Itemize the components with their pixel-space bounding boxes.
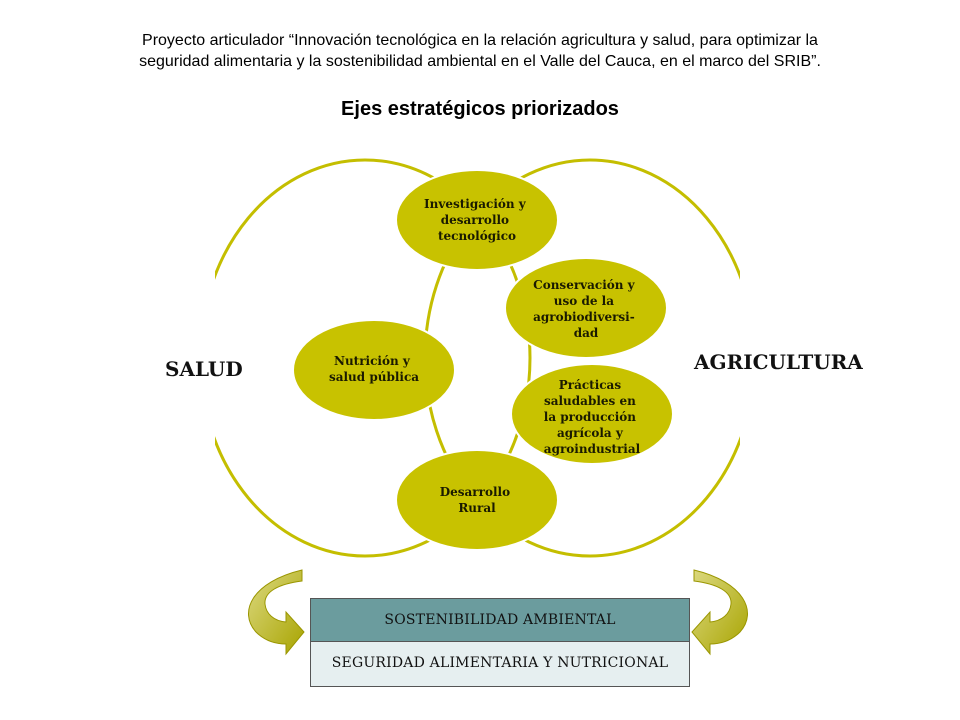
- svg-text:Nutrición y salud públic: Nutrición y salud pública: [329, 354, 419, 384]
- project-title-line-1: Proyecto articulador “Innovación tecnoló…: [142, 32, 818, 49]
- node-conservacion-line: uso de la: [554, 294, 614, 308]
- node-practicas-line: la producción: [544, 410, 637, 424]
- node-investigacion: Investigación y desarrollo tecnológico: [395, 169, 559, 271]
- node-conservacion-line: Conservación y: [533, 278, 636, 292]
- node-nutricion-line: salud pública: [329, 370, 419, 384]
- node-practicas: Prácticas saludables en la producción ag…: [510, 363, 674, 465]
- right-curved-arrow-icon: [691, 569, 749, 656]
- svg-text:Prácticas saludables en: Prácticas saludables en la producción ag…: [544, 378, 641, 456]
- node-desarrollo-rural: Desarrollo Rural: [395, 449, 559, 551]
- node-practicas-line: agrícola y: [557, 426, 624, 440]
- node-nutricion: Nutrición y salud pública: [292, 319, 456, 421]
- salud-label: SALUD: [165, 357, 243, 381]
- node-investigacion-line: Investigación y: [424, 197, 527, 211]
- seguridad-alimentaria-box: SEGURIDAD ALIMENTARIA Y NUTRICIONAL: [310, 642, 690, 687]
- node-conservacion-line: dad: [574, 326, 599, 340]
- node-desarrollo-rural-line: Desarrollo: [440, 485, 510, 499]
- salud-ring: [215, 158, 532, 558]
- left-curved-arrow-icon: [247, 569, 305, 656]
- project-title: Proyecto articulador “Innovación tecnoló…: [0, 30, 960, 72]
- node-conservacion: Conservación y uso de la agrobiodiversi-…: [504, 257, 668, 359]
- svg-text:Conservación y uso de la: Conservación y uso de la agrobiodiversi-…: [533, 278, 639, 340]
- strategic-axes-heading: Ejes estratégicos priorizados: [341, 98, 619, 120]
- node-conservacion-line: agrobiodiversi-: [533, 310, 635, 324]
- agricultura-label: AGRICULTURA: [693, 350, 863, 374]
- node-desarrollo-rural-line: Rural: [458, 501, 496, 515]
- node-practicas-line: Prácticas: [559, 378, 622, 392]
- project-title-line-2: seguridad alimentaria y la sostenibilida…: [139, 53, 821, 70]
- node-investigacion-line: desarrollo: [441, 213, 509, 227]
- svg-text:Investigación y desarrol: Investigación y desarrollo tecnológico: [424, 197, 530, 243]
- sostenibilidad-ambiental-box: SOSTENIBILIDAD AMBIENTAL: [310, 598, 690, 642]
- node-practicas-line: agroindustrial: [544, 442, 641, 456]
- node-investigacion-line: tecnológico: [438, 229, 516, 243]
- svg-text:Desarrollo Rural: Desarrollo Rural: [440, 485, 515, 515]
- node-nutricion-line: Nutrición y: [334, 354, 411, 368]
- node-practicas-line: saludables en: [544, 394, 636, 408]
